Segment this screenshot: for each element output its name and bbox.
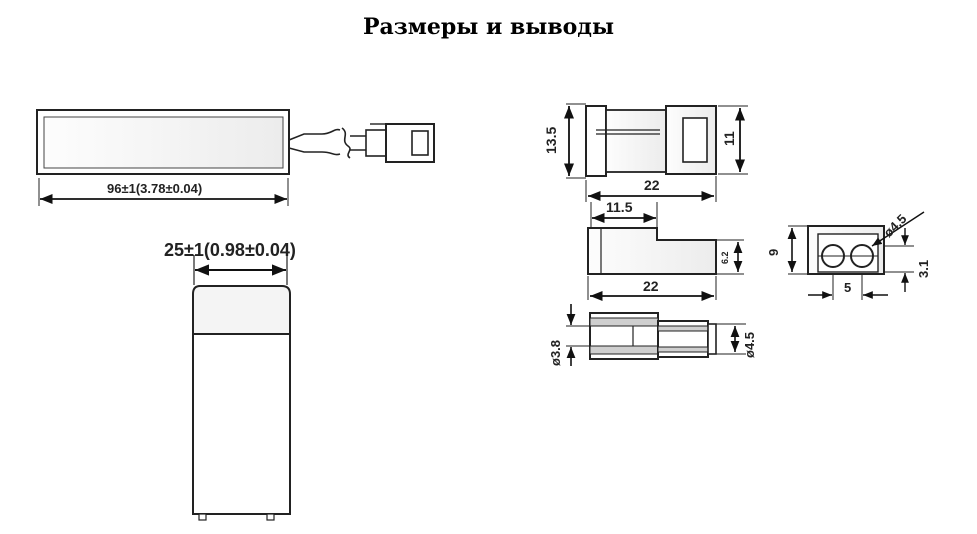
connector-section-view <box>566 312 746 360</box>
connector-side-view <box>587 202 744 300</box>
page-title: Размеры и выводы <box>362 14 615 40</box>
battery-top-view <box>36 109 435 206</box>
conn-step-label: 11.5 <box>606 199 633 215</box>
battery-side-view <box>192 255 291 521</box>
connector-end-view <box>788 225 914 300</box>
end-height-label: 9 <box>766 249 781 256</box>
battery-width-label: 25±1(0.98±0.04) <box>164 240 296 260</box>
conn-length-top-label: 22 <box>644 177 660 193</box>
pin-dia-large-label: ø4.5 <box>742 332 757 358</box>
conn-length-side-label: 22 <box>643 278 659 294</box>
connector-top-view <box>566 103 748 202</box>
end-hole-leader <box>871 211 925 247</box>
conn-height-label: 13.5 <box>543 127 559 154</box>
pin-dia-small-label: ø3.8 <box>548 340 563 366</box>
end-pitch-label: 5 <box>844 280 851 295</box>
battery-length-label: 96±1(3.78±0.04) <box>107 181 202 196</box>
conn-side-height-label: 6.2 <box>720 251 730 264</box>
end-offset-label: 3.1 <box>916 260 931 278</box>
conn-inner-height-label: 11 <box>721 131 737 146</box>
